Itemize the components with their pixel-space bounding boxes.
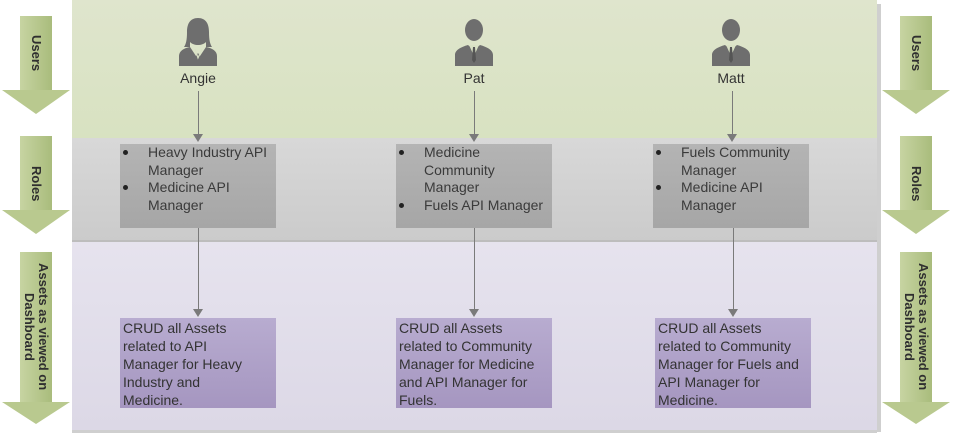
role-item: Medicine Community Manager [396,144,548,197]
down-arrow-icon [2,252,70,424]
connector-line [474,228,475,310]
user-name: Pat [463,70,485,86]
connector-line [733,228,734,310]
lane-shadow [877,4,881,432]
role-list: Medicine Community Manager Fuels API Man… [396,144,548,214]
users-lane-label-right: Users [909,34,924,72]
role-item: Heavy Industry API Manager [120,144,272,179]
user-angie: Angie [158,16,238,86]
role-box-matt: Fuels Community Manager Medicine API Man… [653,144,809,228]
users-lane-label-left: Users [29,34,44,72]
user-name: Matt [717,70,745,86]
asset-box-angie: CRUD all Assets related to API Manager f… [120,318,276,408]
assets-lane-label-left: Assets as viewed on Dashboard [22,263,51,391]
businessman-icon [455,19,493,66]
assets-lane-arrow-right: Assets as viewed on Dashboard [880,252,952,424]
businesswoman-icon [179,18,217,66]
arrowhead-icon [193,134,203,142]
assets-lane-label-right: Assets as viewed on Dashboard [902,263,931,391]
arrowhead-icon [469,309,479,317]
role-list: Heavy Industry API Manager Medicine API … [120,144,272,214]
role-item: Fuels API Manager [396,197,548,215]
arrowhead-icon [193,309,203,317]
connector-line [732,91,733,135]
connector-line [474,91,475,135]
arrowhead-icon [728,309,738,317]
user-matt: Matt [691,16,771,86]
role-box-pat: Medicine Community Manager Fuels API Man… [396,144,552,228]
down-arrow-icon [882,16,950,114]
arrowhead-icon [469,134,479,142]
connector-line [198,91,199,135]
role-item: Medicine API Manager [653,179,805,214]
roles-lane-label-left: Roles [29,166,44,202]
roles-lane-label-right: Roles [909,166,924,202]
asset-box-matt: CRUD all Assets related to Community Man… [655,318,811,408]
role-item: Medicine API Manager [120,179,272,214]
user-pat: Pat [434,16,514,86]
roles-lane-arrow-right: Roles [880,136,952,234]
businessman-icon [712,19,750,66]
down-arrow-icon [2,16,70,114]
down-arrow-icon [882,252,950,424]
roles-lane-arrow-left: Roles [0,136,72,234]
down-arrow-icon [2,136,70,234]
users-lane-arrow-left: Users [0,16,72,114]
user-name: Angie [180,70,216,86]
users-lane-arrow-right: Users [880,16,952,114]
role-box-angie: Heavy Industry API Manager Medicine API … [120,144,276,228]
connector-line [198,228,199,310]
down-arrow-icon [882,136,950,234]
role-list: Fuels Community Manager Medicine API Man… [653,144,805,214]
asset-box-pat: CRUD all Assets related to Community Man… [396,318,552,408]
arrowhead-icon [727,134,737,142]
assets-lane-arrow-left: Assets as viewed on Dashboard [0,252,72,424]
role-item: Fuels Community Manager [653,144,805,179]
